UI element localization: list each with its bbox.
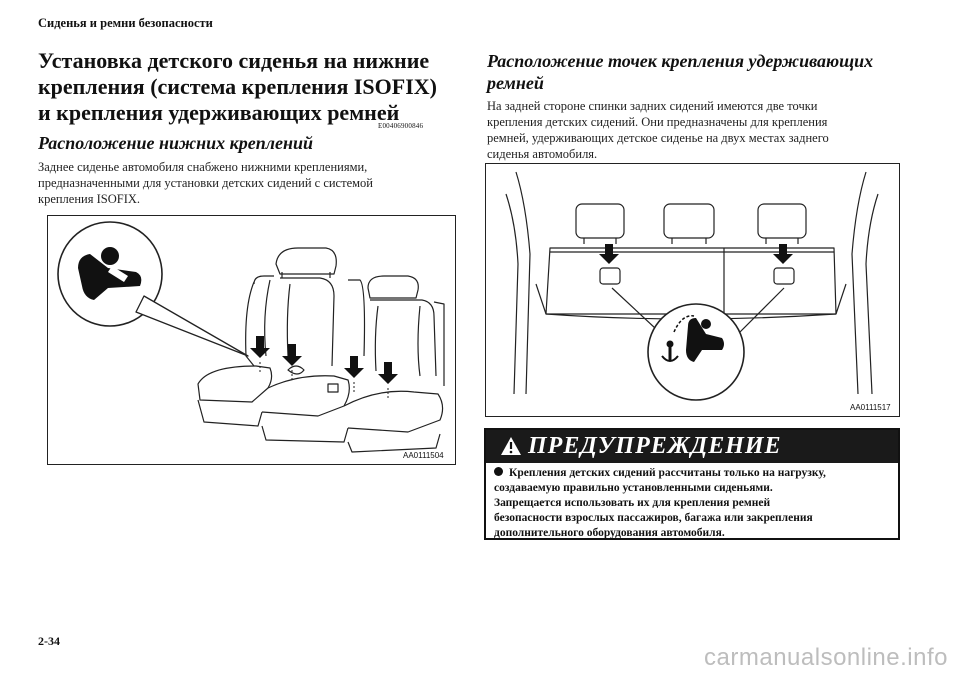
figure-code: AA0111517: [850, 403, 891, 412]
text-line: ремней, удерживающих детское сиденье на …: [487, 131, 829, 145]
warning-triangle-icon: [501, 437, 521, 455]
warning-line: дополнительного оборудования автомобиля.: [494, 527, 725, 539]
tether-anchors-heading: Расположение точек крепления удерживающи…: [487, 50, 907, 94]
figure-code: AA0111504: [403, 451, 444, 460]
text-line: Заднее сиденье автомобиля снабжено нижни…: [38, 160, 368, 174]
page-title: Установка детского сиденья на нижние кре…: [38, 48, 468, 126]
bullet-icon: [494, 467, 503, 476]
text-line: На задней стороне спинки задних сидений …: [487, 99, 818, 113]
tether-anchor-icon: [661, 318, 724, 362]
heading-line: Расположение точек крепления удерживающи…: [487, 51, 874, 71]
title-line: крепления (система крепления ISOFIX): [38, 74, 437, 99]
page-number: 2-34: [38, 634, 60, 648]
warning-header: ПРЕДУПРЕЖДЕНИЕ: [486, 430, 898, 463]
text-line: сиденья автомобиля.: [487, 147, 598, 161]
warning-line: Запрещается использовать их для креплени…: [494, 497, 771, 509]
watermark: carmanualsonline.info: [704, 644, 948, 671]
text-line: крепления ISOFIX.: [38, 192, 141, 206]
warning-title: ПРЕДУПРЕЖДЕНИЕ: [528, 433, 782, 459]
rear-seat-illustration: AA0111504: [57, 221, 445, 460]
text-line: предназначенными для установки детских с…: [38, 176, 373, 190]
lower-anchors-heading: Расположение нижних креплений: [38, 133, 314, 153]
warning-line: безопасности взрослых пассажиров, багажа…: [494, 512, 813, 524]
tether-anchors-text: На задней стороне спинки задних сидений …: [487, 98, 902, 162]
tether-anchors-figure: AA0111517: [485, 163, 900, 417]
document-code: E00406900846: [378, 122, 424, 130]
heading-line: ремней: [487, 73, 544, 93]
seatback-rear-illustration: AA0111517: [505, 171, 891, 412]
running-head: Сиденья и ремни безопасности: [38, 16, 213, 30]
child-seat-icon: [78, 247, 142, 300]
title-line: Установка детского сиденья на нижние: [38, 48, 430, 73]
title-line: и крепления удерживающих ремней: [38, 100, 400, 125]
warning-box: ПРЕДУПРЕЖДЕНИЕ Крепления детских сидений…: [484, 428, 900, 540]
lower-anchors-text: Заднее сиденье автомобиля снабжено нижни…: [38, 159, 458, 207]
warning-text: Крепления детских сидений рассчитаны тол…: [494, 466, 888, 541]
warning-line: создаваемую правильно установленными сид…: [494, 482, 773, 494]
text-line: крепления детских сидений. Они предназна…: [487, 115, 828, 129]
warning-line: Крепления детских сидений рассчитаны тол…: [494, 466, 888, 481]
lower-anchors-figure: AA0111504: [47, 215, 456, 465]
